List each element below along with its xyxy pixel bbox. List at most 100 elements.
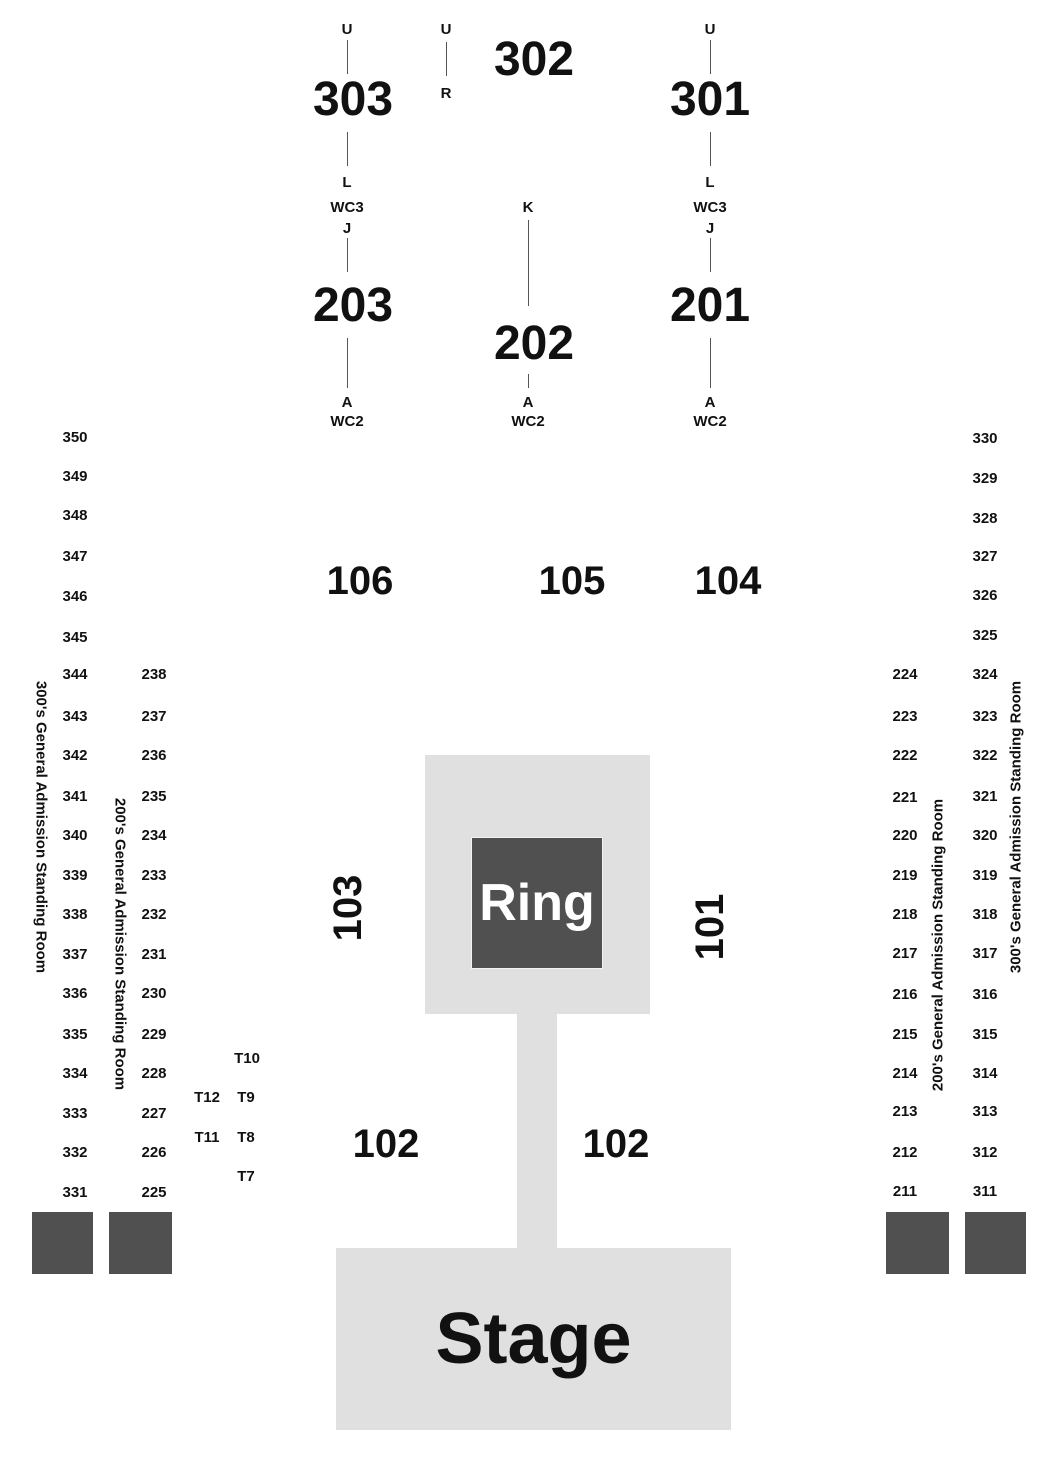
row-number[interactable]: 350	[62, 429, 88, 446]
row-number[interactable]: 327	[972, 548, 998, 565]
row-number[interactable]: 340	[62, 827, 88, 844]
ga-block-left-300[interactable]	[32, 1212, 93, 1274]
row-number[interactable]: 328	[972, 510, 998, 527]
row-label-a: A	[341, 394, 353, 411]
row-number[interactable]: 237	[141, 708, 167, 725]
row-number[interactable]: 343	[62, 708, 88, 725]
row-line	[710, 238, 711, 272]
row-number[interactable]: 321	[972, 788, 998, 805]
ga-block-right-300[interactable]	[965, 1212, 1026, 1274]
row-number[interactable]: 344	[62, 666, 88, 683]
section-105[interactable]: 105	[538, 559, 606, 603]
row-number[interactable]: 338	[62, 906, 88, 923]
ring[interactable]: Ring	[471, 837, 603, 969]
row-number[interactable]: 234	[141, 827, 167, 844]
table-t8[interactable]: T8	[237, 1129, 255, 1146]
row-number[interactable]: 314	[972, 1065, 998, 1082]
row-number[interactable]: 227	[141, 1105, 167, 1122]
row-number[interactable]: 341	[62, 788, 88, 805]
row-line	[528, 220, 529, 306]
section-303[interactable]: 303	[312, 73, 394, 126]
row-number[interactable]: 315	[972, 1026, 998, 1043]
row-number[interactable]: 228	[141, 1065, 167, 1082]
row-label-j: J	[342, 220, 352, 237]
section-104[interactable]: 104	[694, 559, 762, 603]
table-t10[interactable]: T10	[234, 1050, 260, 1067]
row-number[interactable]: 332	[62, 1144, 88, 1161]
row-number[interactable]: 317	[972, 945, 998, 962]
row-number[interactable]: 336	[62, 985, 88, 1002]
section-301[interactable]: 301	[669, 73, 751, 126]
row-number[interactable]: 213	[892, 1103, 918, 1120]
row-number[interactable]: 220	[892, 827, 918, 844]
row-number[interactable]: 216	[892, 986, 918, 1003]
row-number[interactable]: 330	[972, 430, 998, 447]
row-number[interactable]: 334	[62, 1065, 88, 1082]
row-number[interactable]: 224	[892, 666, 918, 683]
table-t9[interactable]: T9	[237, 1089, 255, 1106]
section-103[interactable]: 103	[326, 874, 370, 942]
row-number[interactable]: 324	[972, 666, 998, 683]
row-number[interactable]: 229	[141, 1026, 167, 1043]
row-number[interactable]: 342	[62, 747, 88, 764]
row-number[interactable]: 318	[972, 906, 998, 923]
ga-block-right-200[interactable]	[886, 1212, 949, 1274]
section-101[interactable]: 101	[688, 893, 732, 961]
row-number[interactable]: 217	[892, 945, 918, 962]
row-number[interactable]: 322	[972, 747, 998, 764]
row-number[interactable]: 214	[892, 1065, 918, 1082]
row-number[interactable]: 219	[892, 867, 918, 884]
row-number[interactable]: 238	[141, 666, 167, 683]
row-number[interactable]: 222	[892, 747, 918, 764]
table-t12[interactable]: T12	[194, 1089, 220, 1106]
row-number[interactable]: 319	[972, 867, 998, 884]
row-label-j: J	[705, 220, 715, 237]
section-102-right[interactable]: 102	[582, 1122, 650, 1166]
section-201[interactable]: 201	[669, 279, 751, 332]
table-t11[interactable]: T11	[194, 1129, 220, 1146]
row-number[interactable]: 236	[141, 747, 167, 764]
row-number[interactable]: 231	[141, 946, 167, 963]
ga-label-left-300: 300's General Admission Standing Room	[32, 680, 50, 974]
row-number[interactable]: 331	[62, 1184, 88, 1201]
section-106[interactable]: 106	[326, 559, 394, 603]
section-102-left[interactable]: 102	[352, 1122, 420, 1166]
row-number[interactable]: 320	[972, 827, 998, 844]
row-number[interactable]: 232	[141, 906, 167, 923]
row-number[interactable]: 345	[62, 629, 88, 646]
row-number[interactable]: 339	[62, 867, 88, 884]
row-number[interactable]: 218	[892, 906, 918, 923]
row-number[interactable]: 335	[62, 1026, 88, 1043]
row-number[interactable]: 325	[972, 627, 998, 644]
row-number[interactable]: 329	[972, 470, 998, 487]
row-number[interactable]: 230	[141, 985, 167, 1002]
section-202[interactable]: 202	[493, 317, 575, 370]
section-203[interactable]: 203	[312, 279, 394, 332]
row-number[interactable]: 235	[141, 788, 167, 805]
row-number[interactable]: 226	[141, 1144, 167, 1161]
table-t7[interactable]: T7	[237, 1168, 255, 1185]
row-number[interactable]: 313	[972, 1103, 998, 1120]
row-number[interactable]: 346	[62, 588, 88, 605]
row-number[interactable]: 348	[62, 507, 88, 524]
row-number[interactable]: 326	[972, 587, 998, 604]
row-number[interactable]: 223	[892, 708, 918, 725]
row-number[interactable]: 312	[972, 1144, 998, 1161]
row-number[interactable]: 212	[892, 1144, 918, 1161]
row-number[interactable]: 215	[892, 1026, 918, 1043]
row-label-l: L	[705, 174, 715, 191]
stage[interactable]: Stage	[336, 1248, 731, 1430]
row-number[interactable]: 337	[62, 946, 88, 963]
row-number[interactable]: 311	[972, 1183, 998, 1200]
row-number[interactable]: 316	[972, 986, 998, 1003]
row-number[interactable]: 211	[892, 1183, 918, 1200]
row-number[interactable]: 221	[892, 789, 918, 806]
row-number[interactable]: 225	[141, 1184, 167, 1201]
row-number[interactable]: 347	[62, 548, 88, 565]
row-number[interactable]: 333	[62, 1105, 88, 1122]
row-number[interactable]: 233	[141, 867, 167, 884]
row-number[interactable]: 349	[62, 468, 88, 485]
section-302[interactable]: 302	[493, 33, 575, 86]
ga-block-left-200[interactable]	[109, 1212, 172, 1274]
row-number[interactable]: 323	[972, 708, 998, 725]
